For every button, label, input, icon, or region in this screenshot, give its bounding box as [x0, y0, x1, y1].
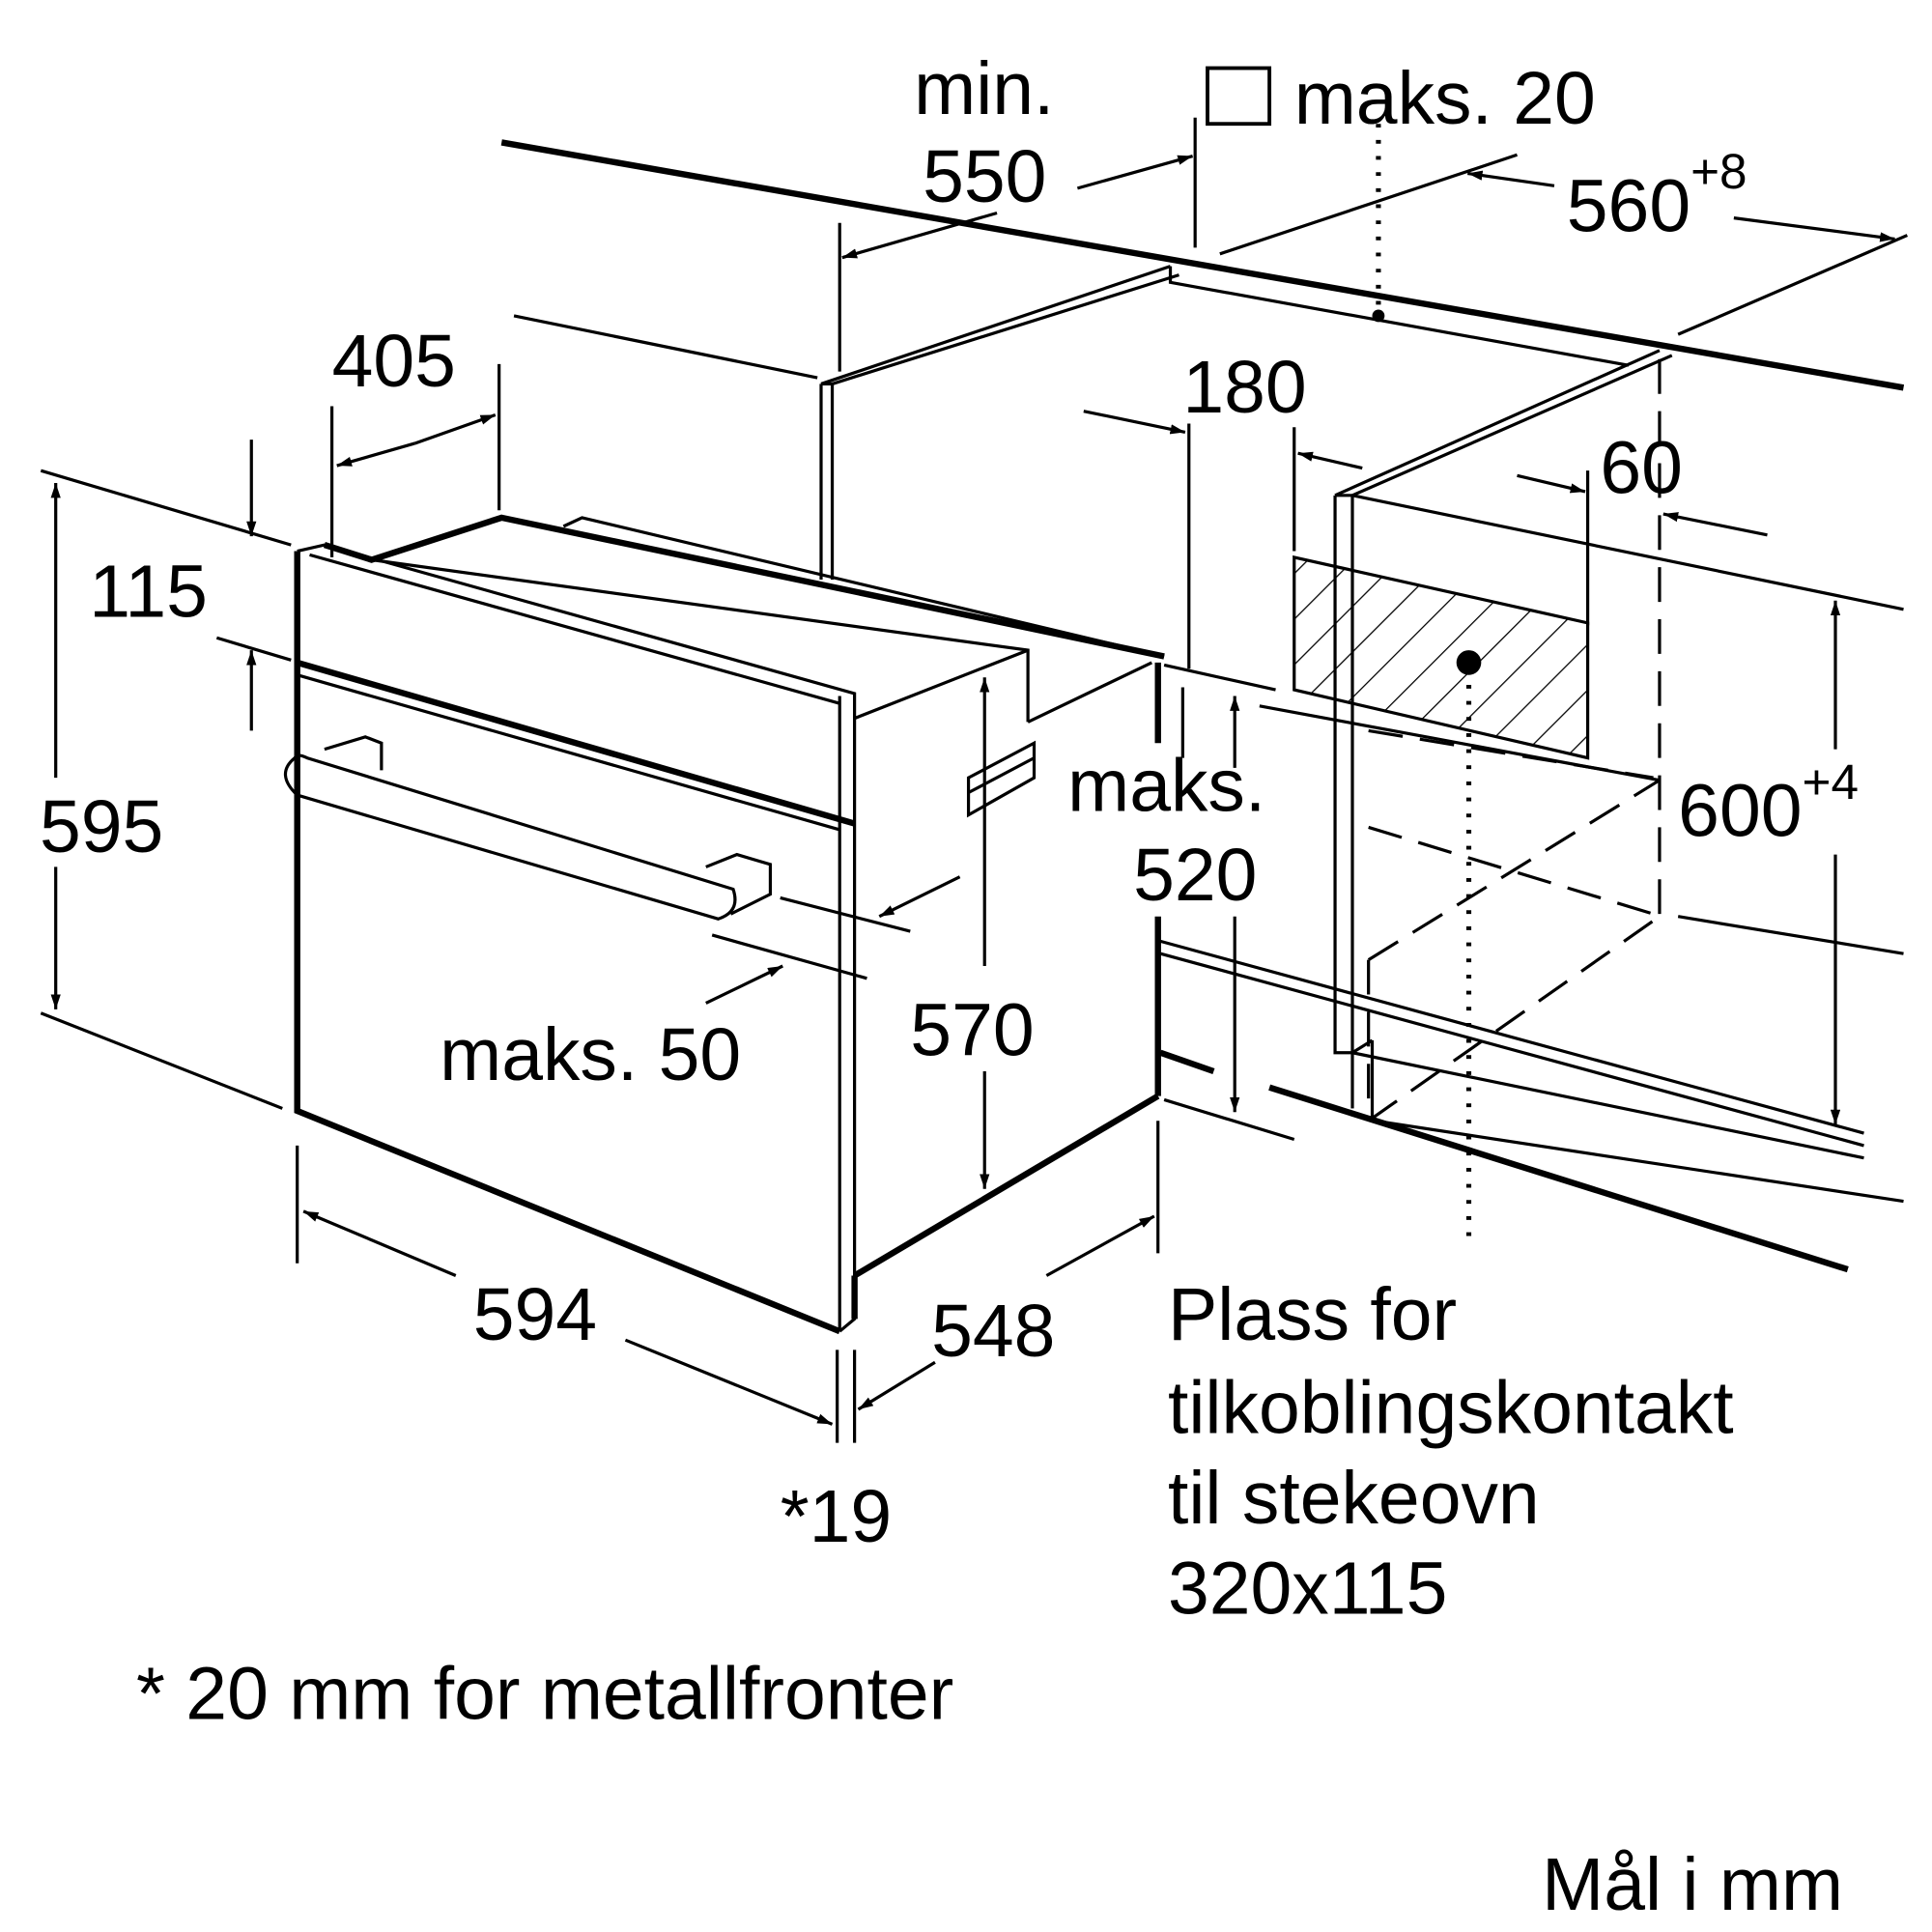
oven-body [283, 514, 1165, 1335]
label-570: 570 [910, 988, 1034, 1071]
label-maks-50: maks. 50 [440, 1013, 741, 1096]
label-180: 180 [1182, 346, 1306, 429]
label-560-tolerance: +8 [1690, 144, 1747, 199]
socket-note-line3: til stekeovn [1168, 1457, 1540, 1540]
label-600-tolerance: +4 [1803, 754, 1859, 810]
label-19: *19 [781, 1475, 892, 1558]
socket-note-line4: 320x115 [1168, 1548, 1447, 1631]
label-600: 600+4 [1678, 754, 1859, 852]
label-600-value: 600 [1678, 769, 1802, 852]
dimension-labels: min. 550 maks. 20 560+8 405 115 595 180 … [40, 47, 1859, 1558]
label-maks-20: maks. 20 [1294, 57, 1596, 140]
units-note: Mål i mm [1542, 1843, 1843, 1926]
dimension-lines [40, 66, 1908, 1443]
cabinet-niche [500, 124, 1905, 1273]
label-560: 560+8 [1567, 144, 1747, 248]
label-560-value: 560 [1567, 165, 1690, 248]
socket-note-line1: Plass for [1168, 1273, 1457, 1356]
label-548: 548 [931, 1290, 1055, 1373]
label-115: 115 [89, 550, 208, 633]
label-550: 550 [923, 135, 1046, 218]
footnote: * 20 mm for metallfronter [136, 1652, 953, 1735]
label-60: 60 [1600, 426, 1683, 509]
label-595: 595 [40, 785, 163, 868]
label-maks-side: maks. [1067, 745, 1265, 828]
label-594: 594 [473, 1273, 597, 1356]
label-405: 405 [332, 320, 456, 403]
label-min: min. [914, 47, 1054, 130]
label-520: 520 [1133, 834, 1257, 917]
notes: Plass for tilkoblingskontakt til stekeov… [136, 1273, 1843, 1926]
socket-note-line2: tilkoblingskontakt [1168, 1366, 1734, 1449]
